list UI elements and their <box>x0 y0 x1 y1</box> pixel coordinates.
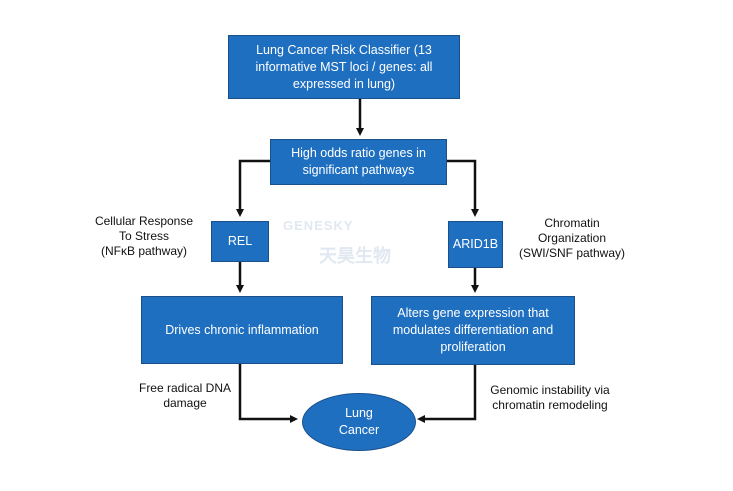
inflammation-box: Drives chronic inflammation <box>141 296 343 364</box>
arrow-high-odds-to-arid1b <box>447 159 479 217</box>
high-odds-box: High odds ratio genes in significant pat… <box>270 139 447 185</box>
alters-box: Alters gene expression that modulates di… <box>371 296 575 365</box>
watermark-chinese: 天昊生物 <box>319 246 391 266</box>
cellular-response-label: Cellular Response To Stress (NFκB pathwa… <box>94 214 194 258</box>
chromatin-label: Chromatin Organization (SWI/SNF pathway) <box>518 216 626 260</box>
arrow-inflammation-to-lung-cancer <box>238 364 298 423</box>
rel-box: REL <box>211 221 269 262</box>
classifier-box: Lung Cancer Risk Classifier (13 informat… <box>228 35 460 99</box>
arrow-alters-to-lung-cancer <box>417 365 477 423</box>
lung-cancer-node: Lung Cancer <box>302 393 416 451</box>
free-radical-label: Free radical DNA damage <box>138 381 232 410</box>
genomic-instability-label: Genomic instability via chromatin remode… <box>490 383 610 412</box>
arid1b-box: ARID1B <box>448 221 503 268</box>
watermark-brand: GENESKY <box>283 218 354 233</box>
arrow-high-odds-to-rel <box>236 159 270 217</box>
